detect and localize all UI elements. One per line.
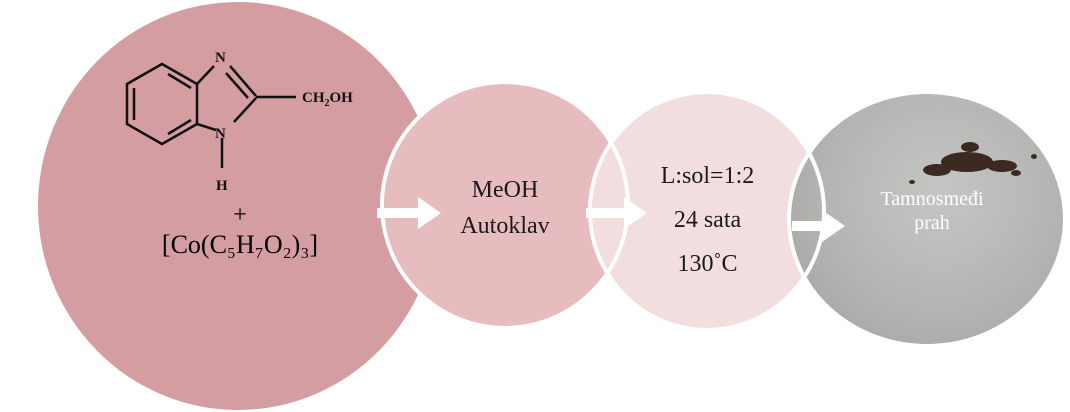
benzimidazole-structure — [125, 62, 296, 168]
powder-grain — [987, 160, 1017, 172]
plus-sign: + — [233, 202, 247, 228]
powder-grain — [909, 180, 915, 184]
powder-grain — [1011, 170, 1021, 176]
arrow-right-icon — [377, 197, 441, 229]
powder-grain — [1031, 154, 1037, 159]
powder-grain — [923, 164, 951, 176]
product-line-2: prah — [914, 212, 950, 234]
substituent-ch2oh: CH2OH — [302, 90, 353, 109]
temperature-line: 130˚C — [677, 251, 738, 277]
benzene-ring — [125, 62, 199, 146]
atom-n-bottom: N — [215, 126, 226, 142]
bond-c-nh — [196, 122, 217, 132]
photo-background — [791, 94, 1063, 344]
atom-n-top: N — [215, 50, 226, 66]
solvent-line: MeOH — [471, 177, 539, 203]
arrow-right-icon — [586, 197, 647, 229]
benzene-double-bond — [167, 72, 192, 90]
method-line: Autoklav — [460, 213, 550, 239]
arrow-right-icon — [792, 210, 845, 242]
conditions-label: L:sol=1:2 24 sata 130˚C — [620, 154, 795, 286]
bond-c2-n — [233, 97, 257, 123]
solvent-label: MeOH Autoklav — [420, 172, 590, 244]
atom-h: H — [216, 178, 228, 194]
product-label: Tamnosmeđi prah — [842, 187, 1022, 235]
bond-n-c2 — [229, 65, 257, 97]
time-line: 24 sata — [673, 207, 742, 233]
ratio-line: L:sol=1:2 — [660, 163, 755, 189]
reactants-circle — [38, 2, 438, 410]
bond-c-n — [196, 65, 215, 85]
bond-n-c2-double — [225, 72, 249, 99]
benzene-double-bond — [167, 118, 192, 136]
product-line-1: Tamnosmeđi — [880, 188, 984, 210]
product-photo — [791, 94, 1063, 344]
powder-grain — [961, 142, 979, 152]
cobalt-complex-formula: [Co(C₅H₇O₂)₃] — [161, 230, 319, 259]
powder-grain — [941, 152, 993, 172]
